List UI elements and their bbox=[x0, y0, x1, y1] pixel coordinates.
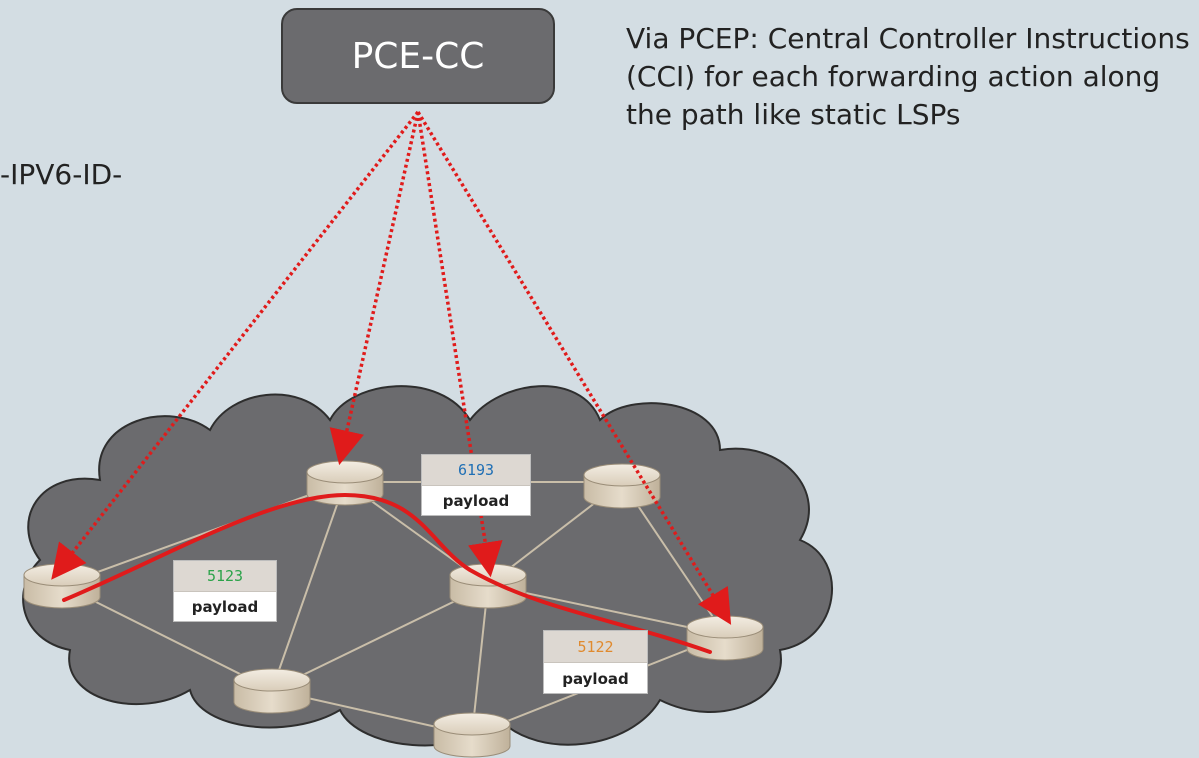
label-payload: payload bbox=[562, 669, 629, 688]
label-payload: payload bbox=[191, 598, 259, 616]
label-stack-5123: 5123 payload bbox=[173, 560, 277, 622]
router bbox=[233, 668, 311, 714]
label-value: 6193 bbox=[422, 455, 530, 486]
caption-text: Via PCEP: Central Controller Instruction… bbox=[626, 22, 1190, 131]
ipv6-id-label: -IPV6-ID- bbox=[0, 158, 123, 191]
lsp-path bbox=[62, 492, 712, 654]
router bbox=[23, 563, 101, 609]
label-value: 5122 bbox=[544, 631, 647, 663]
label-stack-5122: 5122 payload bbox=[543, 630, 648, 694]
pcep-instruction-arrows bbox=[51, 110, 732, 625]
router bbox=[433, 712, 511, 758]
router bbox=[686, 615, 764, 661]
label-stack-6193: 6193 payload bbox=[421, 454, 531, 516]
pce-controller-box: PCE-CC bbox=[281, 8, 555, 104]
router bbox=[583, 463, 661, 509]
label-value: 5123 bbox=[174, 561, 276, 592]
label-payload: payload bbox=[442, 492, 510, 510]
router bbox=[449, 563, 527, 609]
pce-controller-label: PCE-CC bbox=[351, 35, 485, 77]
